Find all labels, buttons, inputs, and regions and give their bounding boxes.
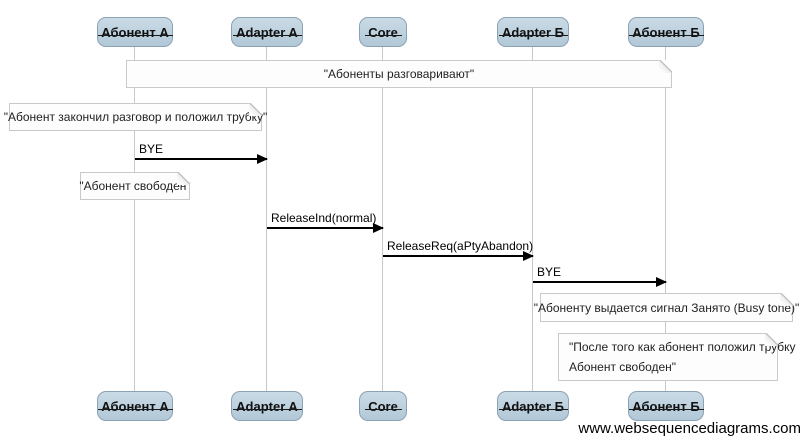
lifeline-adapter-a	[266, 47, 267, 391]
message-label: ReleaseReq(aPtyAbandon)	[387, 239, 534, 253]
actor-adapter-b-bottom: Adapter Б	[497, 391, 569, 421]
message-line	[533, 277, 667, 287]
note-hangup: "Абонент закончил разговор и положил тру…	[4, 103, 267, 131]
actor-label: Абонент А	[98, 398, 173, 414]
actor-label: Core	[365, 398, 402, 414]
lifeline-abonent-a	[134, 47, 135, 391]
actor-abonent-b-top: Абонент Б	[628, 17, 705, 47]
lifeline-adapter-b	[532, 47, 533, 391]
note-text-line1: "После того как абонент положил трубку	[569, 340, 796, 354]
note-text-line2: Абонент свободен"	[569, 360, 677, 374]
actor-label: Adapter A	[233, 398, 302, 414]
actor-abonent-a-top: Абонент А	[97, 17, 173, 47]
note-busy-tone: "Абоненту выдается сигнал Занято (Busy t…	[534, 293, 799, 322]
message-release-ind: ReleaseInd(normal)	[267, 211, 384, 233]
actor-label: Абонент А	[98, 24, 173, 40]
note-fold-icon	[659, 60, 672, 73]
note-text: "Абонент закончил разговор и положил тру…	[3, 110, 268, 124]
note-text: "Абоненты разговаривают"	[323, 67, 475, 81]
actor-abonent-a-bottom: Абонент А	[97, 391, 173, 421]
message-line	[267, 223, 384, 233]
actor-adapter-a-bottom: Adapter A	[231, 391, 303, 421]
note-after-hangup: "После того как абонент положил трубку А…	[558, 333, 796, 381]
actor-core-top: Core	[359, 17, 407, 47]
note-conversation: "Абоненты разговаривают"	[126, 60, 672, 88]
actor-label: Adapter Б	[498, 398, 569, 414]
note-text: "Абонент свободен"	[79, 179, 191, 193]
note-free-a: "Абонент свободен"	[79, 172, 191, 200]
actor-label: Adapter A	[233, 24, 302, 40]
message-bye-1: BYE	[135, 142, 268, 164]
lifeline-core	[382, 47, 383, 391]
actor-label: Абонент Б	[629, 398, 705, 414]
message-release-req: ReleaseReq(aPtyAbandon)	[383, 239, 534, 261]
message-line	[135, 154, 268, 164]
actor-abonent-b-bottom: Абонент Б	[628, 391, 705, 421]
message-label: ReleaseInd(normal)	[271, 211, 377, 225]
note-fold-icon	[249, 103, 262, 116]
actor-adapter-a-top: Adapter A	[231, 17, 303, 47]
watermark: www.websequencediagrams.com	[578, 420, 801, 437]
note-text: "Абоненту выдается сигнал Занято (Busy t…	[533, 300, 800, 315]
lifeline-abonent-b	[665, 47, 666, 391]
actor-label: Абонент Б	[629, 24, 705, 40]
message-bye-2: BYE	[533, 265, 667, 287]
note-fold-icon	[780, 293, 793, 306]
message-line	[383, 251, 534, 261]
message-label: BYE	[139, 142, 164, 156]
actor-adapter-b-top: Adapter Б	[497, 17, 569, 47]
note-fold-icon	[177, 172, 190, 185]
arrow-head-icon	[523, 251, 534, 261]
message-label: BYE	[537, 265, 562, 279]
arrow-head-icon	[257, 154, 268, 164]
actor-label: Core	[365, 24, 402, 40]
arrow-head-icon	[656, 277, 667, 287]
note-fold-icon	[765, 333, 778, 346]
arrow-head-icon	[373, 223, 384, 233]
actor-core-bottom: Core	[359, 391, 407, 421]
actor-label: Adapter Б	[498, 24, 569, 40]
